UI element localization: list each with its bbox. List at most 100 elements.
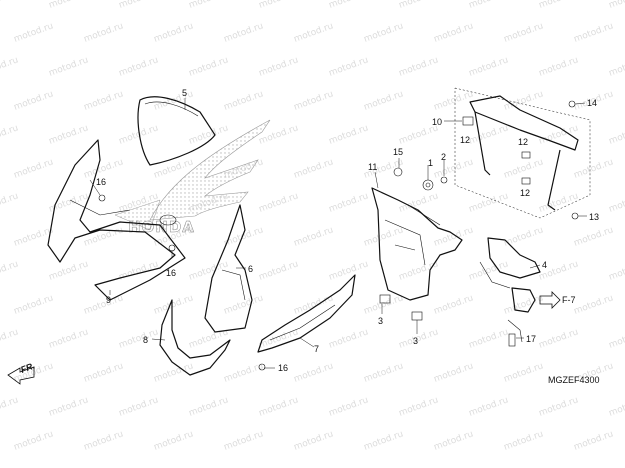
watermark-text: motod.ru: [608, 395, 625, 419]
watermark-text: motod.ru: [258, 191, 300, 215]
watermark-text: motod.ru: [328, 191, 370, 215]
watermark-text: motod.ru: [468, 55, 510, 79]
watermark-text: motod.ru: [538, 0, 580, 11]
watermark-text: motod.ru: [118, 259, 160, 283]
stay-bracket-part: [371, 187, 463, 321]
watermark-text: motod.ru: [608, 191, 625, 215]
watermark-text: motod.ru: [503, 429, 545, 453]
callout-11: 11: [368, 162, 377, 172]
watermark-text: motod.ru: [398, 55, 440, 79]
watermark-text: motod.ru: [223, 361, 265, 385]
watermark-text: motod.ru: [188, 55, 230, 79]
callout-12: 12: [518, 137, 528, 147]
watermark-text: motod.ru: [573, 157, 615, 181]
watermark-text: motod.ru: [328, 0, 370, 11]
watermark-text: motod.ru: [153, 429, 195, 453]
watermark-text: motod.ru: [153, 21, 195, 45]
watermark-text: motod.ru: [468, 123, 510, 147]
watermark-text: motod.ru: [363, 225, 405, 249]
watermark-text: motod.ru: [573, 21, 615, 45]
watermark-text: motod.ru: [223, 89, 265, 113]
honda-wing-decal: HONDA: [114, 119, 271, 236]
watermark-text: motod.ru: [468, 0, 510, 11]
watermark-text: motod.ru: [398, 259, 440, 283]
watermark-text: motod.ru: [503, 89, 545, 113]
watermark-text: motod.ru: [328, 123, 370, 147]
watermark-text: motod.ru: [468, 395, 510, 419]
side-trim-part: [159, 299, 231, 376]
watermark-text: motod.ru: [13, 89, 55, 113]
grip-assembly-outline: [454, 87, 591, 219]
watermark-text: motod.ru: [118, 395, 160, 419]
watermark-text: motod.ru: [538, 395, 580, 419]
watermark-text: motod.ru: [538, 327, 580, 351]
watermark-text: motod.ru: [13, 21, 55, 45]
watermark-text: motod.ru: [503, 157, 545, 181]
watermark-text: motod.ru: [188, 259, 230, 283]
watermark-text: motod.ru: [48, 395, 90, 419]
watermark-text: motod.ru: [153, 89, 195, 113]
watermark-text: motod.ru: [188, 0, 230, 11]
watermark-text: motod.ru: [363, 89, 405, 113]
watermark-text: motod.ru: [0, 395, 20, 419]
lower-side-cover-part: [257, 274, 356, 353]
watermark-text: motod.ru: [573, 429, 615, 453]
watermark-text: motod.ru: [48, 55, 90, 79]
watermark-text: motod.ru: [83, 361, 125, 385]
watermark-text: motod.ru: [608, 123, 625, 147]
watermark-text: motod.ru: [608, 55, 625, 79]
wiring-clamp-part: [479, 237, 541, 289]
watermark-text: motod.ru: [13, 429, 55, 453]
watermark-text: motod.ru: [258, 395, 300, 419]
watermark-text: motod.ru: [293, 429, 335, 453]
callout-16: 16: [96, 177, 106, 187]
watermark-text: motod.ru: [118, 55, 160, 79]
watermark-text: motod.ru: [433, 361, 475, 385]
watermark-text: motod.ru: [328, 55, 370, 79]
watermark-text: motod.ru: [0, 123, 20, 147]
callout-14: 14: [587, 98, 597, 108]
windscreen-part: [137, 96, 216, 166]
front-cowl-part: [47, 139, 186, 301]
watermark-text: motod.ru: [223, 293, 265, 317]
callout-3: 3: [378, 316, 383, 326]
watermark-text: motod.ru: [328, 259, 370, 283]
watermark-text: motod.ru: [293, 89, 335, 113]
watermark-text: motod.ru: [153, 361, 195, 385]
watermark-text: motod.ru: [433, 157, 475, 181]
watermark-text: motod.ru: [83, 21, 125, 45]
callout-12: 12: [520, 188, 530, 198]
front-arrow-icon: [7, 366, 35, 385]
watermark-text: motod.ru: [538, 55, 580, 79]
watermark-text: motod.ru: [433, 293, 475, 317]
callout-16: 16: [166, 268, 176, 278]
watermark-text: motod.ru: [503, 225, 545, 249]
callout-3: 3: [413, 336, 418, 346]
callout-7: 7: [314, 344, 319, 354]
watermark-text: motod.ru: [503, 361, 545, 385]
watermark-text: motod.ru: [468, 327, 510, 351]
watermark-text: motod.ru: [258, 259, 300, 283]
callout-1: 1: [428, 158, 433, 168]
watermark-text: motod.ru: [398, 327, 440, 351]
watermark-text: motod.ru: [363, 429, 405, 453]
watermark-text: motod.ru: [433, 429, 475, 453]
watermark-text: motod.ru: [398, 0, 440, 11]
callout-15: 15: [393, 147, 403, 157]
callout-4: 4: [542, 260, 547, 270]
watermark-text: motod.ru: [223, 21, 265, 45]
watermark-text: motod.ru: [48, 327, 90, 351]
watermark-text: motod.ru: [0, 259, 20, 283]
watermark-text: motod.ru: [0, 55, 20, 79]
watermark-text: motod.ru: [83, 225, 125, 249]
watermark-text: motod.ru: [0, 327, 20, 351]
watermark-text: motod.ru: [83, 429, 125, 453]
watermark-text: motod.ru: [13, 157, 55, 181]
watermark-text: motod.ru: [48, 123, 90, 147]
watermark-text: motod.ru: [293, 157, 335, 181]
watermark-text: motod.ru: [433, 89, 475, 113]
watermark-text: motod.ru: [48, 259, 90, 283]
callout-labels: 1 2 3 3 4 5 6 7 8 9 10 11 12 12 12 13 14…: [19, 88, 599, 385]
